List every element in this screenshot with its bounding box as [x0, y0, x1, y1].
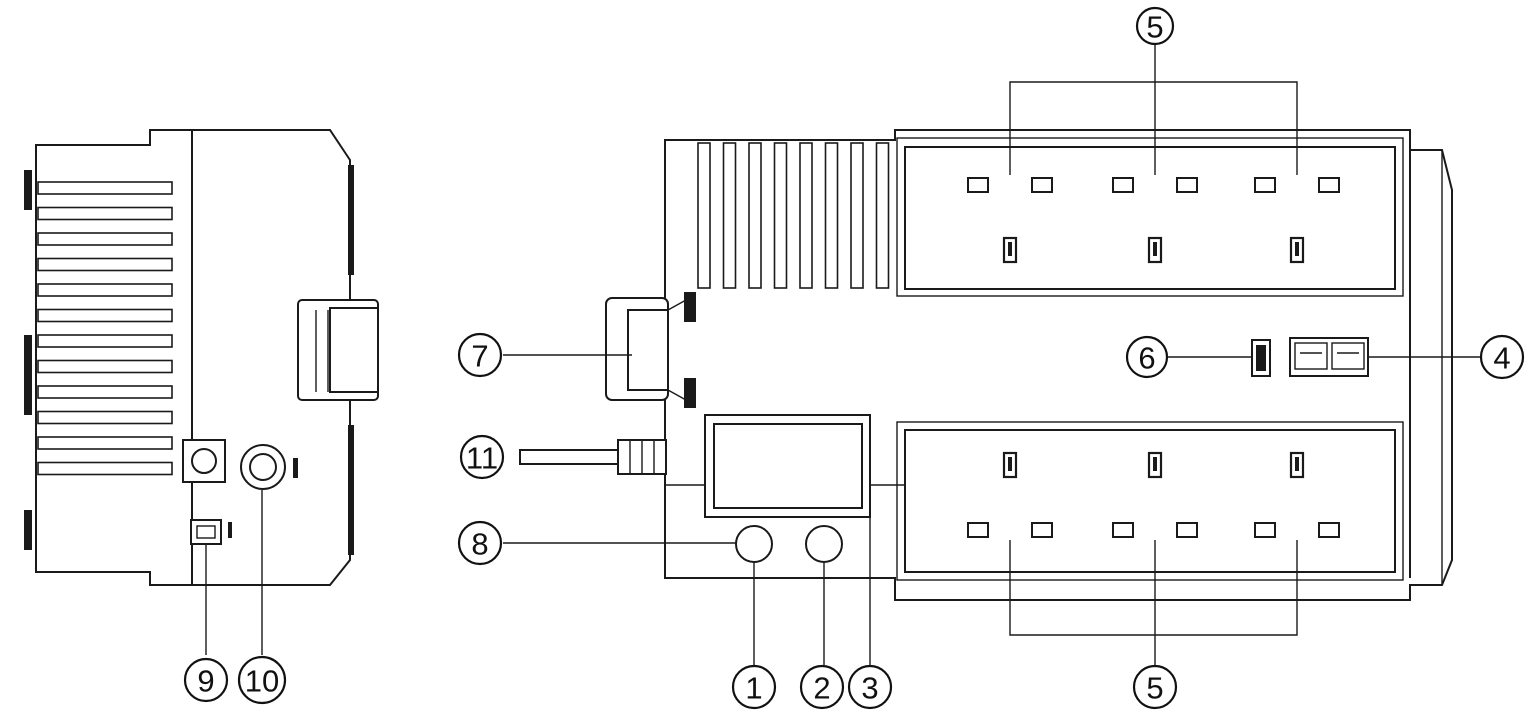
callout-11-label: 11 — [466, 441, 498, 476]
callout-2-label: 2 — [813, 671, 830, 706]
power-outlet — [967, 451, 1053, 538]
vent-slat — [37, 436, 173, 450]
vent-slat — [799, 142, 813, 289]
callout-9-label: 9 — [197, 664, 214, 699]
vent-slat — [37, 334, 173, 348]
callout-8: 8 — [457, 520, 503, 566]
callout-11: 11 — [459, 434, 505, 480]
vent-slat — [37, 308, 173, 323]
side-view — [24, 129, 379, 655]
callout-4-label: 4 — [1493, 341, 1510, 376]
power-outlet — [1254, 451, 1340, 538]
callout-7-label: 7 — [471, 339, 488, 374]
callout-5-bottom-label: 5 — [1146, 671, 1163, 706]
callout-2: 2 — [799, 664, 845, 710]
callout-9: 9 — [183, 657, 229, 703]
vent-slat — [748, 142, 762, 289]
top-vents — [697, 142, 890, 289]
vent-slat — [722, 142, 737, 289]
vent-slat — [37, 206, 173, 221]
vent-slat — [824, 142, 839, 289]
vent-slat — [37, 385, 173, 399]
callout-7: 7 — [457, 332, 503, 378]
callout-3-label: 3 — [861, 671, 878, 706]
outlets-top — [967, 177, 1340, 264]
vent-slat — [37, 359, 173, 374]
vent-slat — [850, 142, 864, 289]
callout-1-label: 1 — [745, 671, 762, 706]
callout-5-top: 5 — [1135, 6, 1175, 46]
power-outlet — [1112, 451, 1198, 538]
side-vents — [37, 181, 173, 476]
top-view — [503, 44, 1480, 665]
callout-6: 6 — [1125, 335, 1169, 379]
outlets-bottom — [967, 451, 1340, 538]
callout-3: 3 — [847, 664, 893, 710]
vent-slat — [37, 410, 173, 425]
callout-10: 10 — [237, 655, 287, 705]
vent-slat — [697, 142, 711, 289]
callout-5-bottom: 5 — [1132, 664, 1178, 710]
callout-6-label: 6 — [1138, 341, 1155, 376]
vent-slat — [37, 283, 173, 297]
callout-4: 4 — [1479, 334, 1525, 380]
vent-slat — [37, 181, 173, 195]
callout-5-top-label: 5 — [1146, 10, 1163, 45]
callout-1: 1 — [731, 664, 777, 710]
vent-slat — [773, 142, 788, 289]
vent-slat — [875, 142, 890, 289]
vent-slat — [37, 232, 173, 246]
callout-8-label: 8 — [471, 527, 488, 562]
vent-slat — [37, 257, 173, 272]
vent-slat — [37, 461, 173, 476]
power-outlet — [967, 177, 1053, 264]
power-outlet — [1112, 177, 1198, 264]
power-outlet — [1254, 177, 1340, 264]
callout-10-label: 10 — [245, 664, 279, 699]
